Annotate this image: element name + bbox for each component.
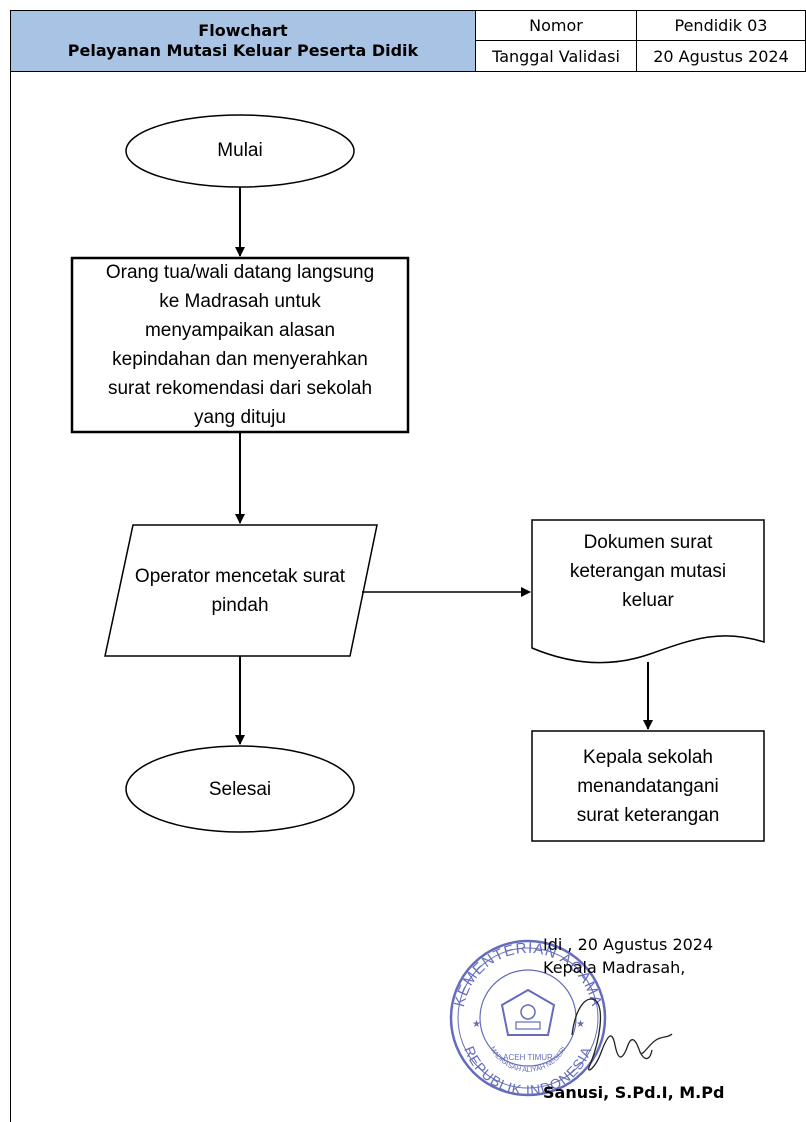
sign-position: Kepala Madrasah, bbox=[543, 958, 686, 977]
step1-process bbox=[70, 256, 410, 434]
document-line-1: Dokumen surat bbox=[583, 531, 713, 553]
step1-line-6: yang dituju bbox=[194, 407, 286, 428]
step1-line-2: ke Madrasah untuk bbox=[159, 291, 321, 312]
sign-place-date: Idi , 20 Agustus 2024 bbox=[543, 935, 714, 954]
step1-line-4: kepindahan dan menyerahkan bbox=[112, 349, 368, 370]
page-left-border bbox=[10, 72, 11, 1122]
step3-process bbox=[531, 730, 765, 842]
end-terminal bbox=[125, 745, 355, 833]
step1-line-5: surat rekomendasi dari sekolah bbox=[107, 378, 373, 399]
step1-line-1: Orang tua/wali datang langsung bbox=[105, 262, 375, 283]
step3-line-1: Kepala sekolah bbox=[583, 746, 713, 768]
title-line-2: Pelayanan Mutasi Keluar Peserta Didik bbox=[67, 41, 419, 60]
document-line-3: keluar bbox=[622, 589, 674, 611]
step2-io bbox=[104, 524, 378, 657]
svg-text:★: ★ bbox=[472, 1019, 481, 1030]
signature-scribble bbox=[571, 998, 673, 1071]
step2-line-2: pindah bbox=[211, 595, 269, 616]
step1-label: Orang tua/wali datang langsung ke Madras… bbox=[72, 258, 408, 432]
stamp-emblem-icon bbox=[500, 988, 556, 1036]
step2-line-1: Operator mencetak surat bbox=[134, 566, 346, 587]
stamp-inner-text-2: ACEH TIMUR bbox=[503, 1053, 553, 1062]
end-label: Selesai bbox=[208, 778, 272, 800]
step3-label: Kepala sekolah menandatangani surat kete… bbox=[532, 731, 764, 841]
document-line-2: keterangan mutasi bbox=[569, 560, 727, 582]
header-table: Flowchart Pelayanan Mutasi Keluar Pesert… bbox=[10, 10, 806, 72]
svg-text:★: ★ bbox=[576, 1019, 585, 1030]
start-label: Mulai bbox=[217, 139, 263, 161]
title-line-1: Flowchart bbox=[198, 21, 288, 40]
sign-name: Sanusi, S.Pd.I, M.Pd bbox=[543, 1083, 725, 1102]
step3-line-2: menandatangani bbox=[577, 775, 719, 797]
header-title-cell: Flowchart Pelayanan Mutasi Keluar Pesert… bbox=[10, 10, 476, 72]
step2-label: Operator mencetak surat pindah bbox=[108, 558, 372, 624]
step3-line-3: surat keterangan bbox=[576, 804, 720, 826]
document-shape bbox=[531, 519, 765, 664]
step1-line-3: menyampaikan alasan bbox=[144, 320, 336, 341]
document-label: Dokumen surat keterangan mutasi keluar bbox=[532, 526, 764, 616]
